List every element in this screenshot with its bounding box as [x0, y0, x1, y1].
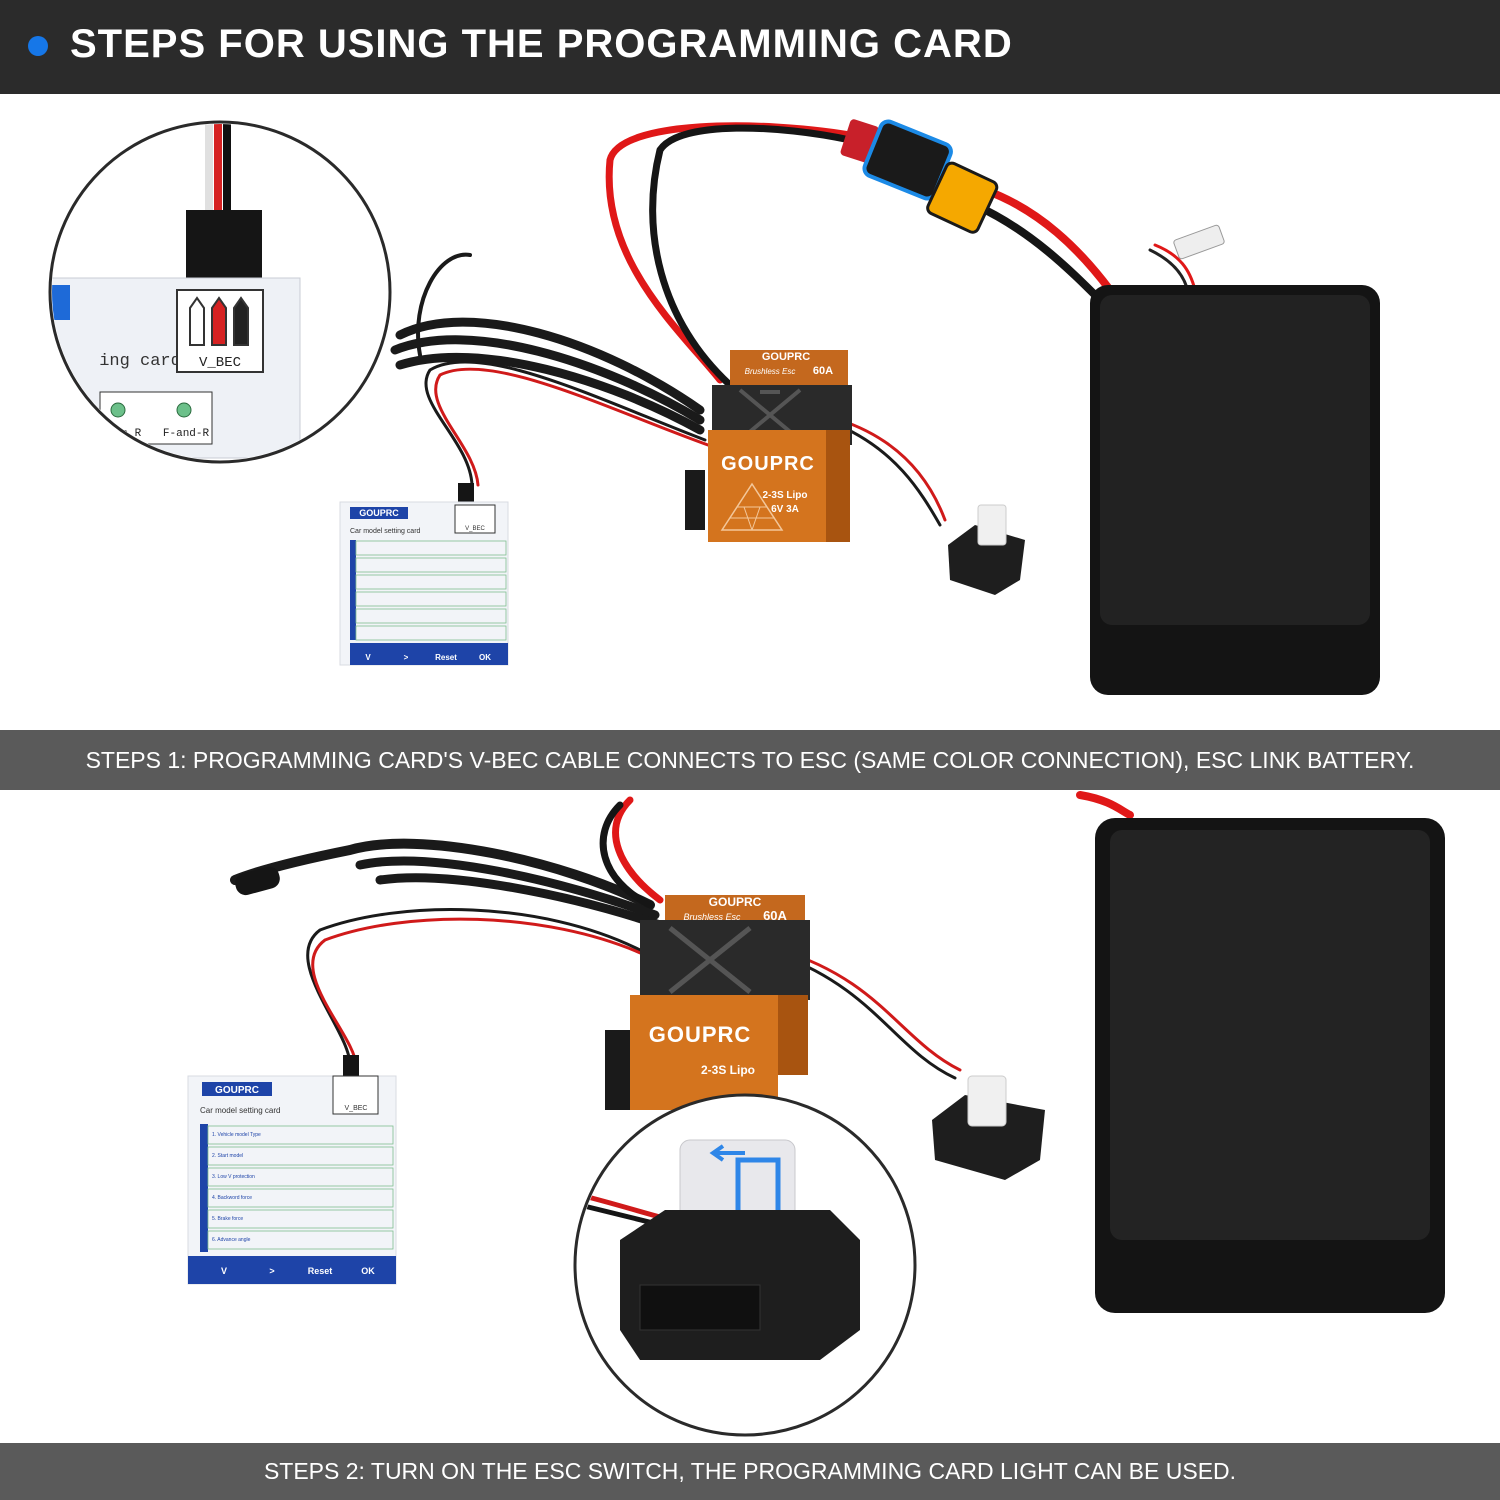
red-power-wire: [605, 122, 854, 384]
svg-text:60A: 60A: [763, 908, 787, 923]
svg-text:Car model setting card: Car model setting card: [200, 1106, 280, 1115]
svg-text:Reset: Reset: [308, 1266, 333, 1276]
esc-unit: GOUPRC Brushless Esc 60A GOUPRC 2-3S Lip…: [685, 350, 852, 542]
svg-text:3. Low V protection: 3. Low V protection: [212, 1174, 255, 1180]
step2-caption: STEPS 2: TURN ON THE ESC SWITCH, THE PRO…: [0, 1443, 1500, 1500]
step1-scene: GOUPRC Brushless Esc 60A GOUPRC 2-3S Lip…: [48, 119, 1380, 695]
zoom-inset-vbec: ing card V_BEC ke_R F-and-R: [48, 120, 392, 464]
svg-text:5. Brake force: 5. Brake force: [212, 1216, 243, 1222]
esc-brand: GOUPRC: [721, 453, 815, 475]
zoom-inset-switch: [573, 1093, 917, 1437]
esc-spec1: 2-3S Lipo: [762, 490, 807, 501]
svg-text:V: V: [365, 653, 371, 662]
svg-text:4. Backword force: 4. Backword force: [212, 1195, 252, 1201]
svg-text:2-3S Lipo: 2-3S Lipo: [701, 1063, 755, 1077]
svg-text:GOUPRC: GOUPRC: [215, 1085, 259, 1096]
step2-scene: GOUPRC Brushless Esc 60A GOUPRC 2-3S Lip…: [187, 791, 1445, 1437]
svg-text:OK: OK: [479, 653, 491, 662]
svg-text:6. Advance angle: 6. Advance angle: [212, 1237, 251, 1243]
esc-amps: 60A: [813, 365, 833, 377]
card-brand: GOUPRC: [359, 508, 399, 518]
svg-text:1. Vehicle model Type: 1. Vehicle model Type: [212, 1132, 261, 1138]
svg-text:>: >: [404, 653, 409, 662]
esc-top-label: GOUPRC: [762, 351, 810, 363]
esc-unit-2: GOUPRC Brushless Esc 60A GOUPRC 2-3S Lip…: [605, 895, 810, 1110]
black-power-wire: [649, 124, 854, 389]
svg-text:V_BEC: V_BEC: [345, 1105, 368, 1112]
zoom-vbec-label: V_BEC: [199, 355, 241, 371]
esc-spec2: 6V 3A: [771, 504, 799, 515]
svg-text:GOUPRC: GOUPRC: [709, 895, 762, 909]
svg-text:F-and-R: F-and-R: [163, 428, 210, 440]
svg-text:GOUPRC: GOUPRC: [649, 1022, 752, 1047]
esc-model-line: Brushless Esc: [745, 367, 796, 376]
svg-text:>: >: [269, 1266, 274, 1276]
svg-text:2. Start model: 2. Start model: [212, 1153, 243, 1159]
esc-switch: [948, 504, 1025, 595]
svg-text:V: V: [221, 1266, 227, 1276]
header-bar: STEPS FOR USING THE PROGRAMMING CARD: [0, 0, 1500, 94]
svg-text:V_BEC: V_BEC: [465, 526, 485, 532]
programming-card-2: GOUPRC Car model setting card V_BEC 1. V…: [187, 1055, 397, 1285]
bullet-dot-icon: [28, 36, 48, 56]
svg-text:OK: OK: [361, 1266, 375, 1276]
zoom-partial-label: ing card: [99, 352, 181, 371]
svg-text:Brushless Esc: Brushless Esc: [683, 912, 741, 922]
step1-caption: STEPS 1: PROGRAMMING CARD'S V-BEC CABLE …: [0, 730, 1500, 790]
slide-arrow-icon: [709, 1144, 745, 1162]
esc-switch-2: [932, 1075, 1045, 1180]
card-title: Car model setting card: [350, 528, 421, 535]
svg-text:Reset: Reset: [435, 653, 457, 662]
page-title: STEPS FOR USING THE PROGRAMMING CARD: [70, 22, 1013, 66]
programming-card: GOUPRC Car model setting card V_BEC V > …: [339, 483, 509, 666]
